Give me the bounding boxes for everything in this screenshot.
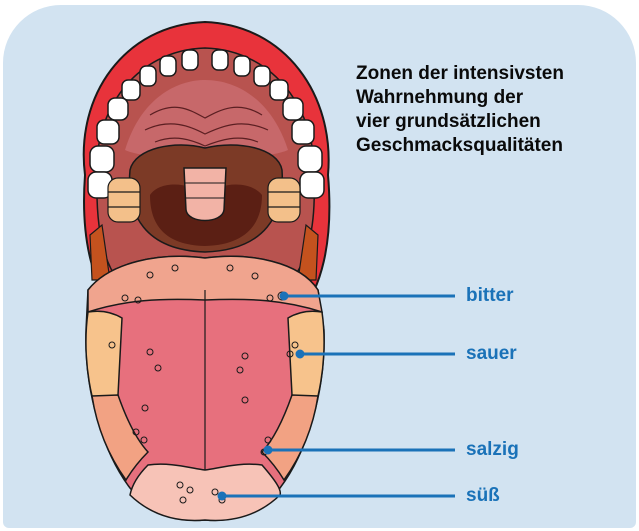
label-bitter: bitter <box>466 285 514 307</box>
label-suess: süß <box>466 485 500 507</box>
sweet-zone <box>130 464 280 520</box>
uvula <box>184 168 226 221</box>
label-sauer: sauer <box>466 343 517 365</box>
heading-line-1: Zonen der intensivsten <box>356 62 626 86</box>
heading-line-4: Geschmacksqualitäten <box>356 134 626 158</box>
heading-line-3: vier grundsätzlichen <box>356 110 626 134</box>
heading-line-2: Wahrnehmung der <box>356 86 626 110</box>
label-salzig: salzig <box>466 439 519 461</box>
diagram-heading: Zonen der intensivsten Wahrnehmung der v… <box>356 62 626 158</box>
sour-zone-left <box>86 311 122 397</box>
